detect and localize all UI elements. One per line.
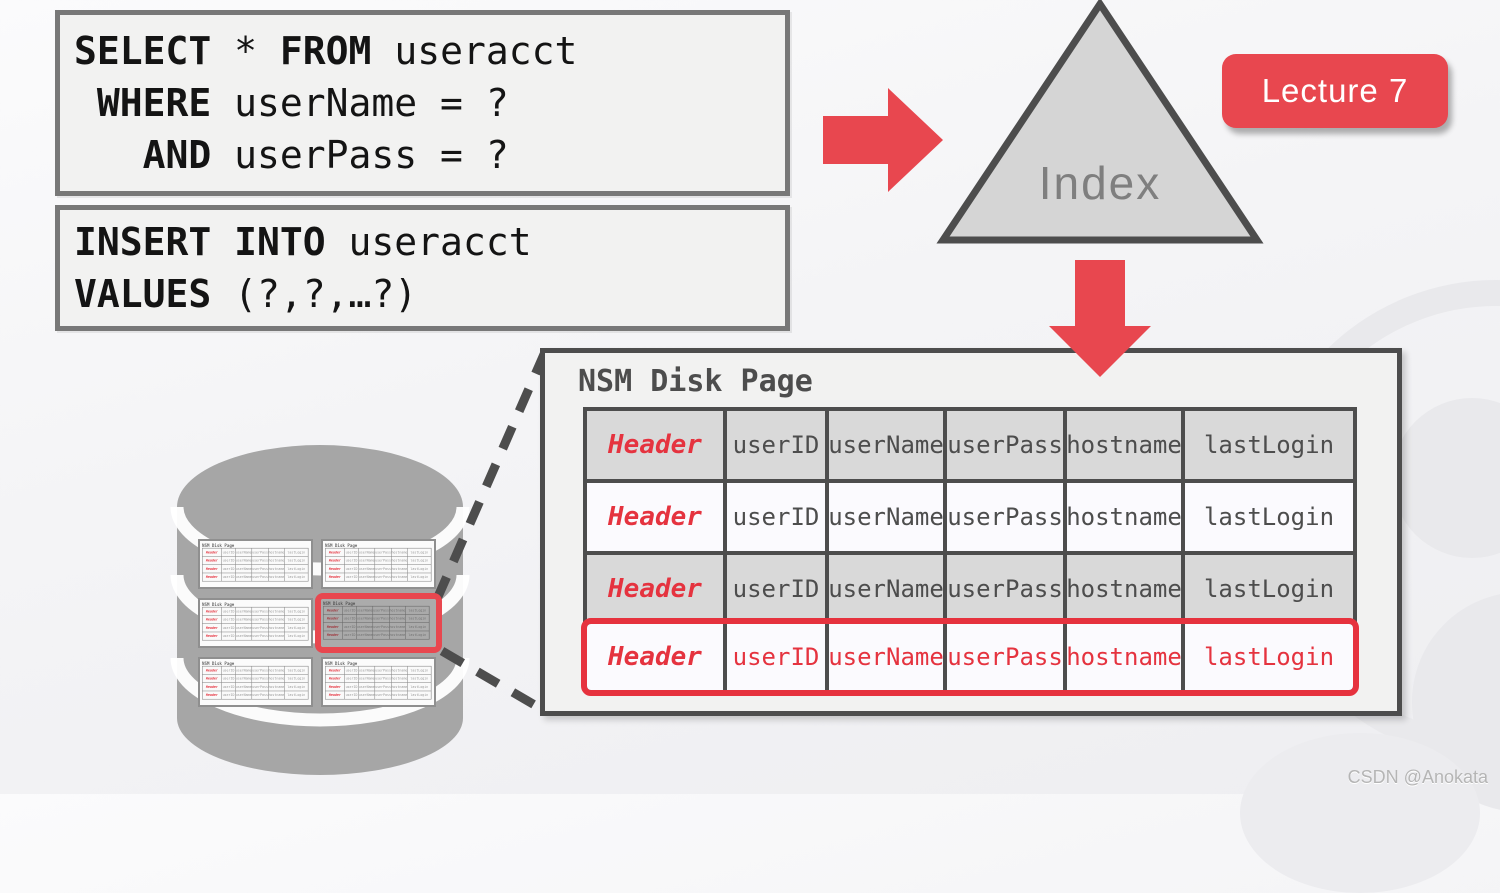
sql-line: VALUES (?,?,…?) <box>74 272 418 316</box>
mini-disk-page: NSM Disk Page Header userID userName use… <box>198 598 313 648</box>
mini-disk-page-title: NSM Disk Page <box>325 543 358 548</box>
mini-disk-page-content: NSM Disk Page Header userID userName use… <box>202 543 309 582</box>
table-cell: userID <box>727 555 825 623</box>
mini-disk-page-table: Header userID userName userPass hostname… <box>202 665 309 700</box>
table-cell: hostname <box>1067 483 1181 551</box>
table-cell: userName <box>829 483 943 551</box>
sql-select-box: SELECT * FROM useracct WHERE userName = … <box>55 10 790 196</box>
mini-disk-page-highlight-overlay <box>321 599 436 647</box>
table-cell: userName <box>829 555 943 623</box>
mini-disk-page: NSM Disk Page Header userID userName use… <box>321 657 436 707</box>
table-cell-header: Header <box>587 555 723 623</box>
sql-insert-box: INSERT INTO useracct VALUES (?,?,…?) <box>55 205 790 331</box>
table-cell: userPass <box>947 555 1063 623</box>
mini-disk-page-content: NSM Disk Page Header userID userName use… <box>202 602 309 641</box>
sql-line: WHERE userName = ? <box>74 81 509 125</box>
table-cell: userID <box>727 483 825 551</box>
index-triangle-icon <box>936 0 1264 244</box>
mini-page-grid: NSM Disk Page Header userID userName use… <box>198 539 442 707</box>
table-cell-header: Header <box>587 411 723 479</box>
mini-disk-page-table: Header userID userName userPass hostname… <box>325 547 432 582</box>
mini-disk-page-content: NSM Disk Page Header userID userName use… <box>202 661 309 700</box>
mini-disk-page: NSM Disk Page Header userID userName use… <box>198 539 313 589</box>
nsm-disk-page-title: NSM Disk Page <box>578 364 813 399</box>
mini-disk-page: NSM Disk Page Header userID userName use… <box>321 539 436 589</box>
table-cell: userPass <box>947 411 1063 479</box>
lecture-badge: Lecture 7 <box>1222 54 1448 128</box>
table-cell: userID <box>727 624 825 690</box>
mini-disk-page-table: Header userID userName userPass hostname… <box>323 605 430 640</box>
index-label: Index <box>1038 157 1162 209</box>
mini-disk-page-content: NSM Disk Page Header userID userName use… <box>323 601 430 640</box>
highlighted-table-row: Header userID userName userPass hostname… <box>581 618 1359 696</box>
table-cell: lastLogin <box>1185 483 1353 551</box>
table-cell-header: Header <box>587 483 723 551</box>
mini-disk-page-title: NSM Disk Page <box>202 543 235 548</box>
mini-disk-page-title: NSM Disk Page <box>202 661 235 666</box>
table-cell: userPass <box>947 624 1063 690</box>
mini-disk-page-table: Header userID userName userPass hostname… <box>202 547 309 582</box>
table-cell: hostname <box>1067 555 1181 623</box>
sql-line: INSERT INTO useracct <box>74 220 532 264</box>
table-cell: userName <box>829 411 943 479</box>
watermark-text: CSDN @Anokata <box>1347 767 1488 787</box>
disk-page-table: Header userID userName userPass hostname… <box>583 407 1357 627</box>
mini-disk-page: NSM Disk Page Header userID userName use… <box>315 593 442 653</box>
mini-disk-page-title: NSM Disk Page <box>325 661 358 666</box>
mini-disk-page: NSM Disk Page Header userID userName use… <box>198 657 313 707</box>
background-circle-shape <box>1240 733 1480 893</box>
table-cell-header: Header <box>587 624 723 690</box>
table-cell: hostname <box>1067 624 1181 690</box>
mini-disk-page-table: Header userID userName userPass hostname… <box>325 665 432 700</box>
mini-disk-page-table: Header userID userName userPass hostname… <box>202 606 309 641</box>
mini-disk-page-title: NSM Disk Page <box>323 601 356 606</box>
table-cell: userName <box>829 624 943 690</box>
table-cell: userPass <box>947 483 1063 551</box>
sql-line: SELECT * FROM useracct <box>74 29 578 73</box>
mini-disk-page-content: NSM Disk Page Header userID userName use… <box>325 661 432 700</box>
mini-disk-page-content: NSM Disk Page Header userID userName use… <box>325 543 432 582</box>
table-cell: userID <box>727 411 825 479</box>
sql-line: AND userPass = ? <box>74 133 509 177</box>
right-arrow-icon <box>823 88 943 192</box>
table-cell: lastLogin <box>1185 624 1353 690</box>
nsm-disk-page-box: NSM Disk Page Header userID userName use… <box>540 348 1402 716</box>
table-cell: hostname <box>1067 411 1181 479</box>
down-arrow-icon <box>1049 260 1151 377</box>
mini-disk-page-title: NSM Disk Page <box>202 602 235 607</box>
table-cell: lastLogin <box>1185 555 1353 623</box>
table-cell: lastLogin <box>1185 411 1353 479</box>
